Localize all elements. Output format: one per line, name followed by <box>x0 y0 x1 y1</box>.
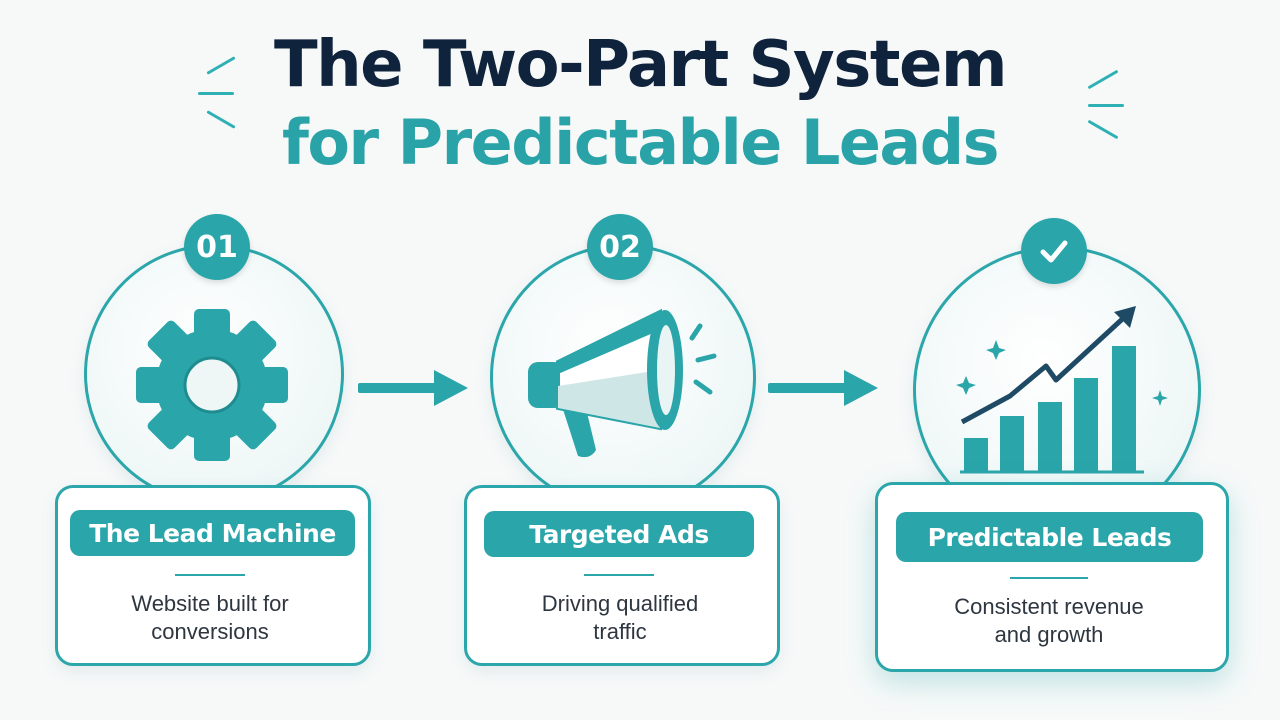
arrow-right-icon <box>768 368 880 408</box>
gear-icon <box>132 305 292 465</box>
growth-chart-icon <box>950 300 1170 480</box>
checkmark-icon <box>1021 218 1087 284</box>
title-line-1: The Two-Part System <box>273 28 1008 102</box>
step-3-divider <box>1010 577 1088 579</box>
megaphone-icon <box>520 300 720 470</box>
arrow-right-icon <box>358 368 470 408</box>
step-1-divider <box>175 574 245 576</box>
step-2-description: Driving qualified traffic <box>541 591 699 644</box>
step-1-label: The Lead Machine <box>70 510 355 556</box>
step-1-badge: 01 <box>184 214 250 280</box>
step-2-label: Targeted Ads <box>484 511 754 557</box>
step-1-description: Website built for conversions <box>131 591 289 644</box>
step-2-badge: 02 <box>587 214 653 280</box>
step-3-label: Predictable Leads <box>896 512 1203 562</box>
step-2-divider <box>584 574 654 576</box>
title-block: The Two-Part System for Predictable Lead… <box>0 22 1280 178</box>
title-line-2: for Predictable Leads <box>281 106 1000 179</box>
step-3-description: Consistent revenue and growth <box>954 594 1144 647</box>
